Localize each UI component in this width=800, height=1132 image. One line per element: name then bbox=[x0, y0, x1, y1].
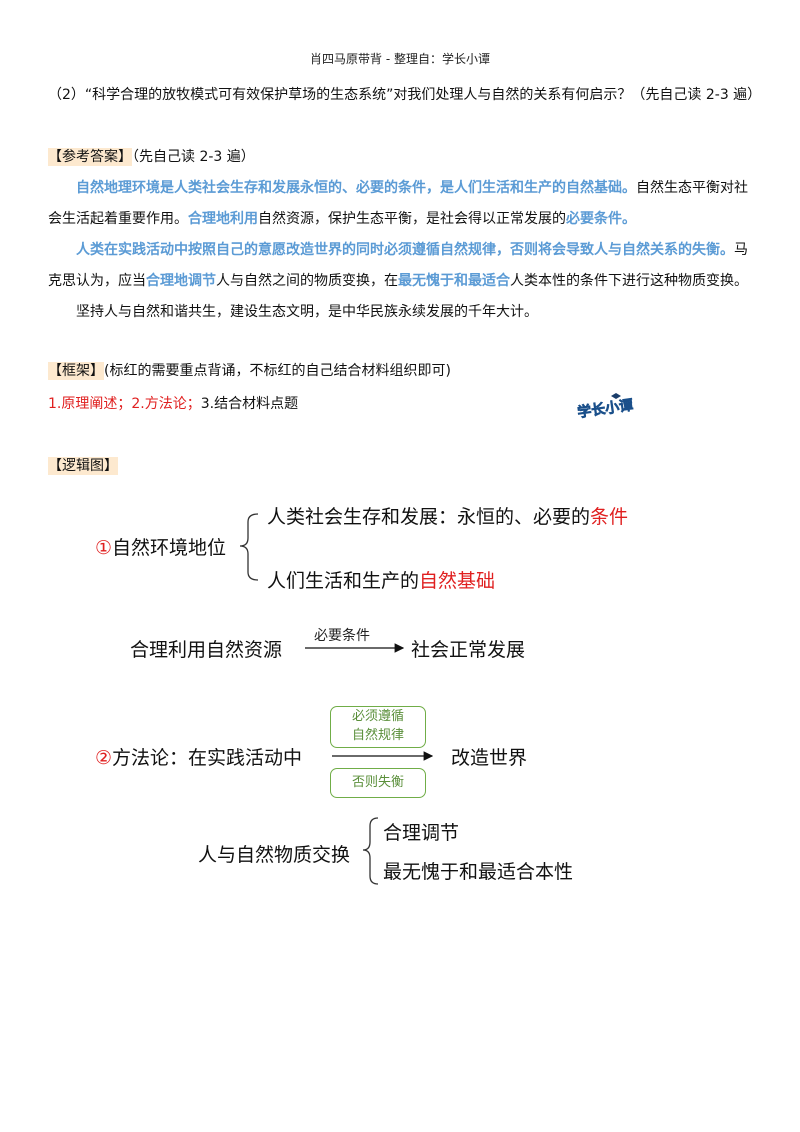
branch-foundation: 人们生活和生产的自然基础 bbox=[267, 566, 495, 593]
answer-text: 人类本性的条件下进行这种物质变换。 bbox=[510, 273, 748, 289]
answer-emphasis: 最无愧于和最适合 bbox=[398, 273, 510, 289]
node-env-status-text: 自然环境地位 bbox=[112, 537, 227, 559]
must-follow-box: 必须遵循 自然规律 bbox=[330, 706, 426, 748]
framework-note: (标红的需要重点背诵，不标红的自己结合材料组织即可) bbox=[104, 363, 451, 379]
exchange-worthy: 最无愧于和最适合本性 bbox=[383, 861, 574, 883]
answer-label: 【参考答案】 bbox=[48, 148, 132, 166]
question-text: （2）“科学合理的放牧模式可有效保护草场的生态系统”对我们处理人与自然的关系有何… bbox=[48, 87, 762, 103]
answer-paragraph-2: 人类在实践活动中按照自己的意愿改造世界的同时必须遵循自然规律，否则将会导致人与自… bbox=[48, 235, 760, 297]
answer-text: 自然生态平衡对社会生活起着重要作用。 bbox=[48, 180, 748, 227]
society-development: 社会正常发展 bbox=[411, 639, 526, 661]
framework-heading: 【框架】(标红的需要重点背诵，不标红的自己结合材料组织即可) bbox=[48, 356, 760, 387]
node-methodology: ②方法论：在实践活动中 bbox=[95, 743, 302, 770]
page-header: 肖四马原带背 - 整理自：学长小谭 bbox=[310, 52, 490, 66]
brace-1 bbox=[239, 513, 259, 581]
logic-heading: 【逻辑图】 bbox=[48, 451, 760, 482]
number-1-icon: ① bbox=[95, 537, 113, 559]
exchange-reasonable: 合理调节 bbox=[383, 822, 460, 844]
answer-paragraph-1: 自然地理环境是人类社会生存和发展永恒的、必要的条件，是人们生活和生产的自然基础。… bbox=[48, 173, 760, 235]
framework-red-items: 1.原理阐述；2.方法论； bbox=[48, 396, 201, 412]
branch-foundation-key: 自然基础 bbox=[419, 570, 496, 592]
answer-emphasis: 合理地调节 bbox=[146, 273, 216, 289]
answer-emphasis: 合理地利用 bbox=[188, 211, 258, 227]
answer-text: 马克思认为，应当 bbox=[48, 242, 748, 289]
answer-paragraph-3: 坚持人与自然和谐共生，建设生态文明，是中华民族永续发展的千年大计。 bbox=[76, 304, 538, 320]
watermark-logo: 学长小谭 bbox=[573, 392, 641, 422]
answer-heading: 【参考答案】（先自己读 2-3 遍） bbox=[48, 142, 760, 173]
answer-emphasis: 人类在实践活动中按照自己的意愿改造世界的同时必须遵循自然规律，否则将会导致人与自… bbox=[76, 242, 734, 258]
must-follow-line-1: 必须遵循 bbox=[351, 709, 404, 724]
node-methodology-text: 方法论：在实践活动中 bbox=[112, 747, 303, 769]
branch-foundation-text: 人们生活和生产的 bbox=[267, 570, 420, 592]
branch-condition: 人类社会生存和发展：永恒的、必要的条件 bbox=[267, 502, 628, 529]
answer-note: （先自己读 2-3 遍） bbox=[132, 149, 255, 165]
framework-label: 【框架】 bbox=[48, 362, 104, 380]
framework-items: 1.原理阐述；2.方法论；3.结合材料点题 bbox=[48, 389, 760, 420]
answer-emphasis: 自然地理环境是人类社会生存和发展永恒的、必要的条件，是人们生活和生产的自然基础。 bbox=[76, 180, 636, 196]
answer-text: 自然资源，保护生态平衡，是社会得以正常发展的 bbox=[258, 211, 566, 227]
number-2-icon: ② bbox=[95, 747, 113, 769]
must-follow-line-2: 自然规律 bbox=[351, 728, 404, 743]
transform-world: 改造世界 bbox=[451, 747, 528, 769]
answer-emphasis: 必要条件。 bbox=[566, 211, 636, 227]
node-env-status: ①自然环境地位 bbox=[95, 533, 226, 560]
imbalance-box: 否则失衡 bbox=[330, 768, 426, 798]
use-resources: 合理利用自然资源 bbox=[130, 639, 283, 661]
branch-condition-text: 人类社会生存和发展：永恒的、必要的 bbox=[267, 506, 591, 528]
branch-condition-key: 条件 bbox=[590, 506, 629, 528]
use-arrow-label: 必要条件 bbox=[314, 628, 370, 644]
logic-label: 【逻辑图】 bbox=[48, 457, 118, 475]
answer-text: 人与自然之间的物质变换，在 bbox=[216, 273, 398, 289]
material-exchange: 人与自然物质交换 bbox=[198, 844, 351, 866]
framework-other-items: 3.结合材料点题 bbox=[200, 396, 299, 412]
brace-2 bbox=[362, 817, 379, 885]
